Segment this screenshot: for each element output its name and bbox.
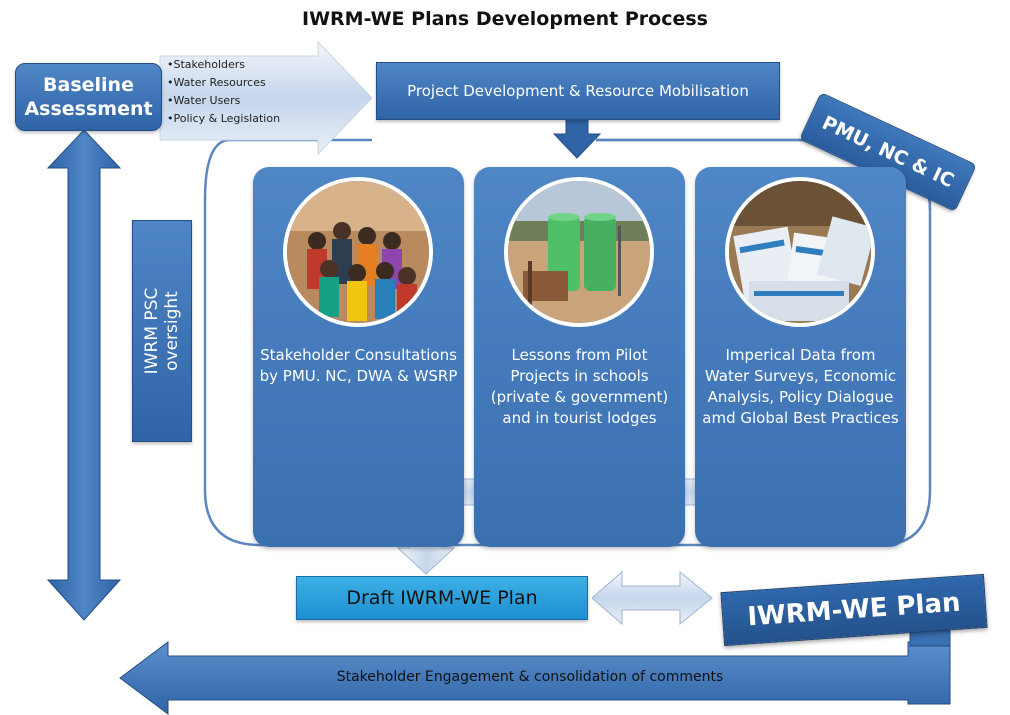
water-tanks-photo bbox=[504, 177, 654, 327]
draft-plan-box: Draft IWRM-WE Plan bbox=[296, 576, 588, 620]
baseline-items-list: Stakeholders Water Resources Water Users… bbox=[167, 56, 307, 128]
baseline-item: Water Resources bbox=[167, 74, 307, 92]
stakeholder-meeting-photo bbox=[283, 177, 433, 327]
stakeholder-consultations-column: Stakeholder Consultations by PMU. NC, DW… bbox=[253, 167, 464, 547]
baseline-line1: Baseline bbox=[43, 74, 134, 96]
empirical-data-column: Imperical Data from Water Surveys, Econo… bbox=[695, 167, 906, 547]
diagram-title: IWRM-WE Plans Development Process bbox=[302, 8, 708, 30]
oversight-line1: IWRM PSC bbox=[142, 287, 162, 375]
oversight-line2: oversight bbox=[162, 291, 182, 371]
column-description: Lessons from Pilot Projects in schools (… bbox=[490, 346, 669, 427]
pilot-projects-column: Lessons from Pilot Projects in schools (… bbox=[474, 167, 685, 547]
banner-down-arrow bbox=[552, 117, 602, 159]
oversight-label: IWRM PSC oversight bbox=[142, 221, 182, 441]
engagement-label: Stakeholder Engagement & consolidation o… bbox=[336, 669, 724, 685]
baseline-item: Policy & Legislation bbox=[167, 110, 307, 128]
engagement-arrow bbox=[119, 641, 951, 715]
column-description: Stakeholder Consultations by PMU. NC, DW… bbox=[259, 346, 458, 385]
baseline-item: Water Users bbox=[167, 92, 307, 110]
survey-documents-photo bbox=[725, 177, 875, 327]
column-description: Imperical Data from Water Surveys, Econo… bbox=[702, 346, 899, 427]
baseline-assessment-box: Baseline Assessment bbox=[15, 63, 162, 131]
project-development-banner: Project Development & Resource Mobilisat… bbox=[376, 62, 780, 120]
left-vertical-double-arrow bbox=[46, 129, 122, 621]
oversight-box: IWRM PSC oversight bbox=[132, 220, 192, 442]
draft-final-double-arrow bbox=[591, 570, 713, 626]
baseline-line2: Assessment bbox=[24, 98, 153, 120]
baseline-item: Stakeholders bbox=[167, 56, 307, 74]
